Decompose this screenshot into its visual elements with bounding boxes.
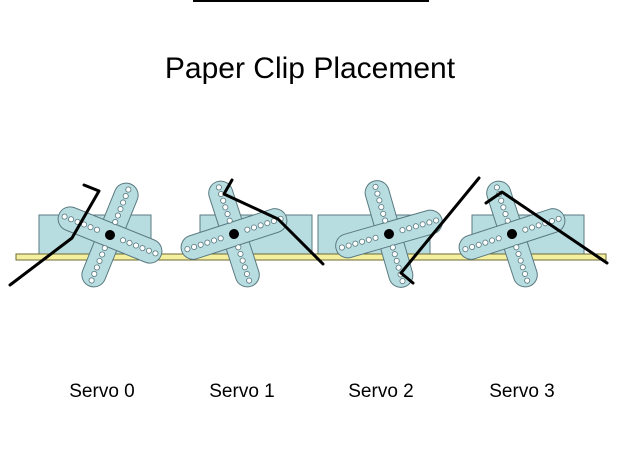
servo-label-2: Servo 2 xyxy=(348,381,414,402)
paper-clip-1 xyxy=(222,178,325,266)
servo-label-1: Servo 1 xyxy=(209,381,275,402)
servo-label-0: Servo 0 xyxy=(69,381,135,402)
top-rule xyxy=(193,0,429,2)
slide-title: Paper Clip Placement xyxy=(164,52,456,85)
paper-clip-2 xyxy=(399,176,481,285)
paper-clip-0 xyxy=(8,183,101,287)
paper-clip-3 xyxy=(484,190,609,265)
servo-label-3: Servo 3 xyxy=(489,381,555,402)
